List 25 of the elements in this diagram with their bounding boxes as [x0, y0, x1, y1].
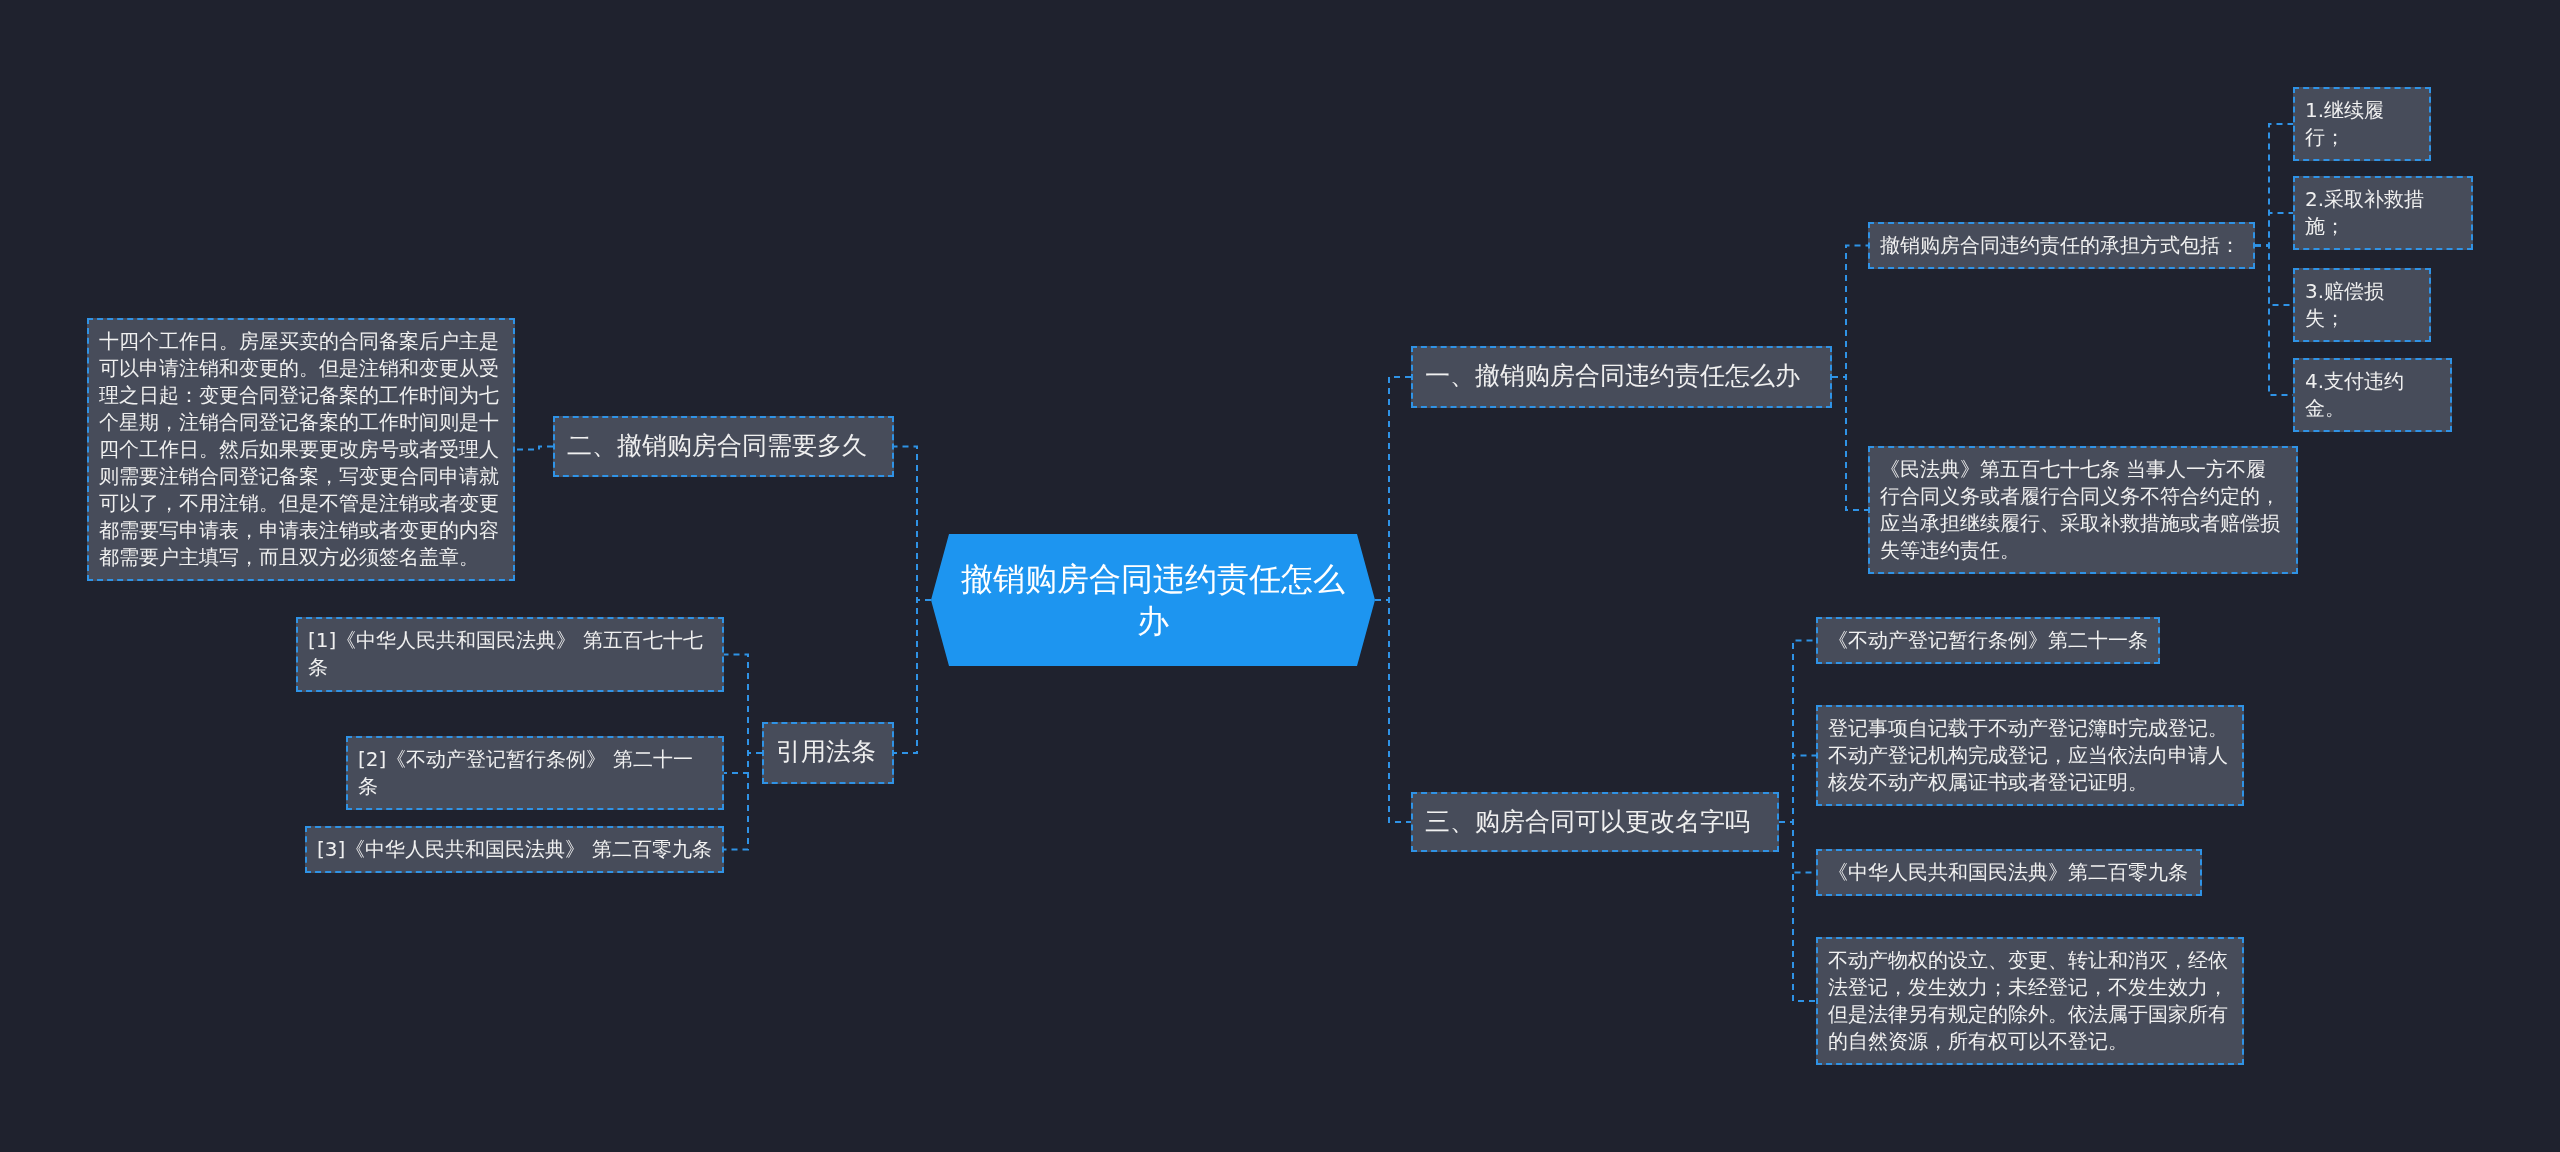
central-topic: 撤销购房合同违约责任怎么办	[931, 534, 1375, 666]
connector	[1831, 376, 1869, 511]
topic-box: 二、撤销购房合同需要多久	[553, 416, 894, 477]
topic-box: 4.支付违约金。	[2293, 358, 2452, 432]
connector	[514, 445, 554, 451]
text-box: 不动产物权的设立、变更、转让和消灭，经依法登记，发生效力；未经登记，不发生效力，但是法律另有规定的除外。依法属于国家所有的自然资源，所有权可以不登记。	[1816, 937, 2244, 1065]
topic-box: 3.赔偿损失；	[2293, 268, 2431, 342]
topic-box: 2.采取补救措施；	[2293, 176, 2473, 250]
topic-box: 撤销购房合同违约责任的承担方式包括：	[1868, 222, 2255, 269]
text-box: [1]《中华人民共和国民法典》 第五百七十七条	[296, 617, 724, 692]
topic-box: 引用法条	[762, 722, 894, 784]
text-box: 登记事项自记载于不动产登记簿时完成登记。不动产登记机构完成登记，应当依法向申请人核发不动产权属证书或者登记证明。	[1816, 705, 2244, 806]
topic-box: 1.继续履行；	[2293, 87, 2431, 161]
connector	[723, 752, 763, 851]
topic-box: 一、撤销购房合同违约责任怎么办	[1411, 346, 1832, 408]
text-box: 十四个工作日。房屋买卖的合同备案后户主是可以申请注销和变更的。但是注销和变更从受理之日起：变更合同登记备案的工作时间为七个星期，注销合同登记备案的工作时间则是十四个工作日。然后如果要更改房号或者受理人则需要注销合同登记备案，写变更合同申请就可以了，不用注销。但是不管是注销或者变更都需要写申请表，申请表注销或者变更的内容都需要户主填写，而且双方必须签名盖章。	[87, 318, 515, 581]
topic-box: 《不动产登记暂行条例》第二十一条	[1816, 617, 2160, 664]
connector	[893, 599, 932, 754]
topic-box: [2]《不动产登记暂行条例》 第二十一条	[346, 736, 724, 810]
topic-box: 三、购房合同可以更改名字吗	[1411, 792, 1779, 852]
topic-box: [3]《中华人民共和国民法典》 第二百零九条	[305, 826, 724, 873]
connector	[1778, 821, 1817, 1002]
topic-box: 《中华人民共和国民法典》第二百零九条	[1816, 849, 2202, 896]
text-box: 《民法典》第五百七十七条 当事人一方不履行合同义务或者履行合同义务不符合约定的，应当承担继续履行、采取补救措施或者赔偿损失等违约责任。	[1868, 446, 2298, 574]
connector	[1374, 599, 1412, 823]
